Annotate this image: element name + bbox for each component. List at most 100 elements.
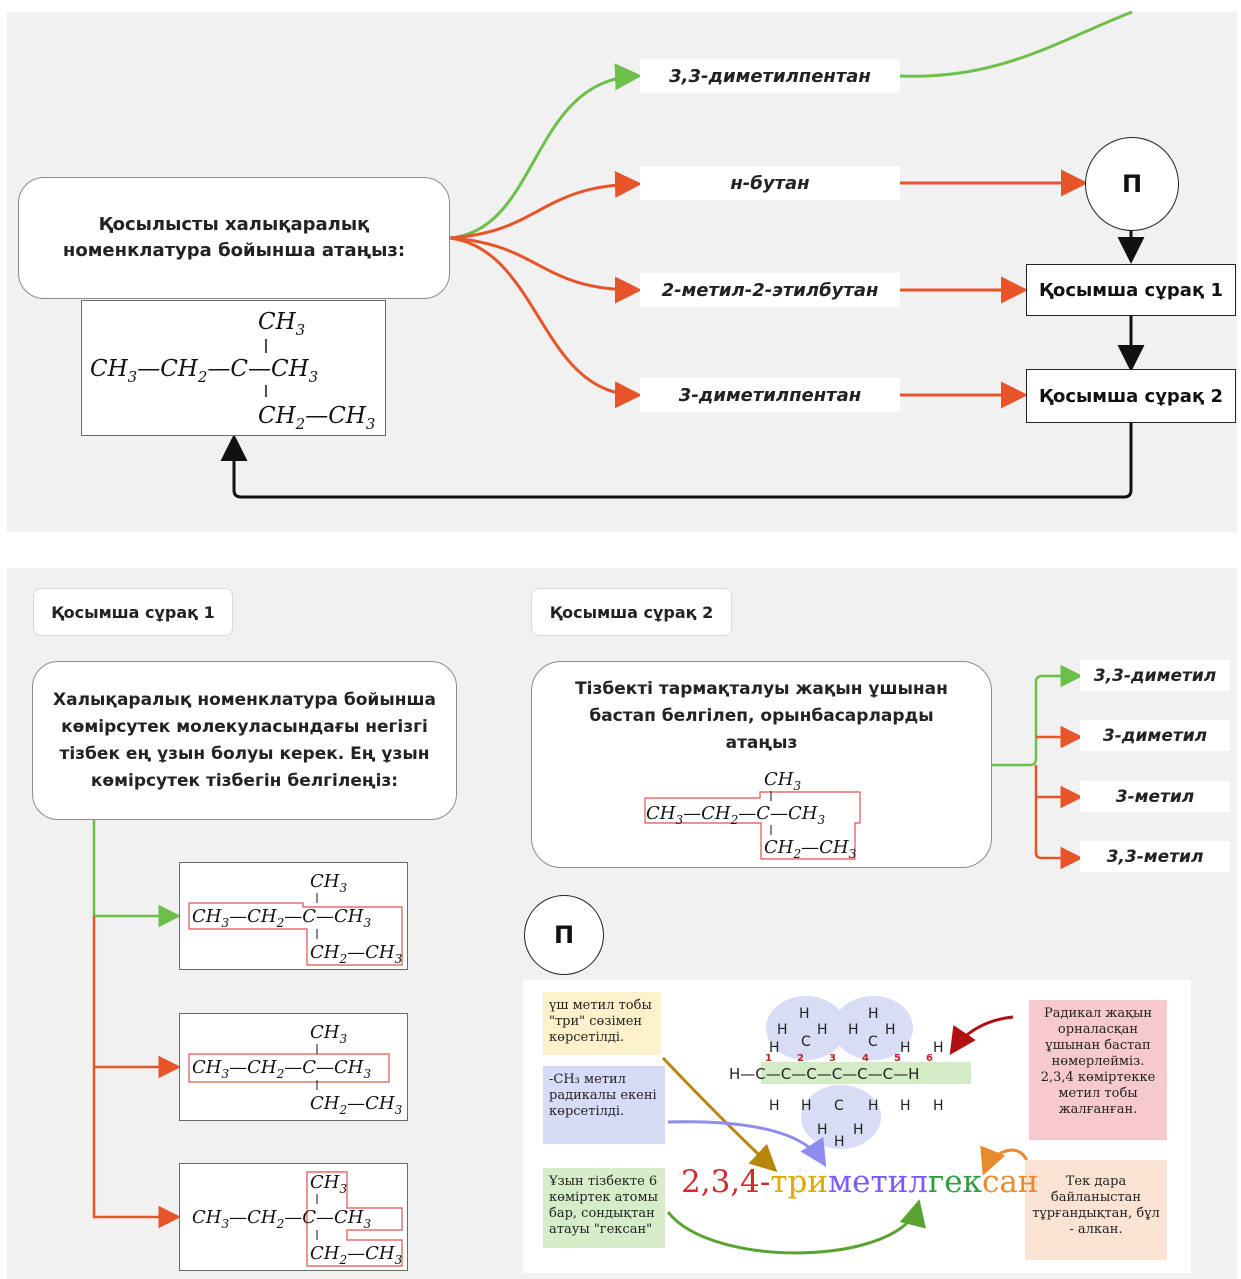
answer-2-label: н-бутан	[730, 172, 810, 194]
hint-circle-bottom[interactable]: П	[524, 895, 604, 975]
note-ch3: -CH₃ метил радикалы екені көрсетілді.	[543, 1066, 665, 1144]
q2-answer-4-label: 3,3-метил	[1106, 846, 1204, 867]
svg-text:H: H	[769, 1040, 780, 1056]
svg-text:H: H	[848, 1022, 859, 1038]
answer-3-label: 2-метил-2-этилбутан	[661, 279, 879, 301]
formula-svg: CH3 CH3—CH2—C—CH3 CH2—CH3	[90, 309, 375, 433]
compound-name: 2,3,4-триметилгексан	[681, 1164, 1038, 1200]
svg-text:H: H	[799, 1006, 810, 1022]
svg-text:CH3: CH3	[310, 1022, 347, 1046]
q2-answer-1-label: 3,3-диметил	[1093, 665, 1217, 686]
note-radical: Радикал жақын орналасқан ұшынан бастап н…	[1029, 1000, 1167, 1140]
formula-main-chain: CH3—CH2—C—CH3	[90, 356, 318, 386]
svg-text:CH2—CH3: CH2—CH3	[764, 837, 857, 861]
svg-text:H: H	[769, 1098, 780, 1114]
svg-text:1: 1	[765, 1053, 772, 1064]
svg-text:CH2—CH3: CH2—CH3	[310, 1093, 403, 1117]
svg-text:H: H	[868, 1006, 879, 1022]
q2-tag: Қосымша сұрақ 2	[531, 588, 732, 636]
structural-formula: CH3 CH3—CH2—C—CH3 CH2—CH3	[81, 300, 386, 436]
ch3-top-c: C	[258, 309, 276, 335]
svg-text:H: H	[868, 1098, 879, 1114]
note-ch3-text: -CH₃ метил радикалы екені көрсетілді.	[549, 1072, 657, 1119]
svg-text:CH2—CH3: CH2—CH3	[310, 942, 403, 966]
extra-question-1-box[interactable]: Қосымша сұрақ 1	[1026, 264, 1236, 316]
note-tri: үш метил тобы "три" сөзімен көрсетілді.	[543, 992, 661, 1055]
q1-question-text: Халықаралық номенклатура бойынша көмірсу…	[53, 689, 436, 791]
q1-tag: Қосымша сұрақ 1	[33, 588, 233, 636]
extra-question-1-label: Қосымша сұрақ 1	[1039, 279, 1223, 301]
answer-4-label: 3-диметилпентан	[678, 384, 862, 406]
hint-circle-top[interactable]: П	[1085, 137, 1179, 231]
q2-question: Тізбекті тармақталуы жақын ұшынан бастап…	[531, 661, 992, 868]
svg-text:H: H	[817, 1022, 828, 1038]
extra-question-2-box[interactable]: Қосымша сұрақ 2	[1026, 369, 1236, 423]
svg-text:5: 5	[894, 1053, 901, 1064]
hint-circle-top-label: П	[1121, 170, 1143, 198]
q1-option-1-svg: CH3 CH3—CH2—C—CH3 CH2—CH3	[188, 871, 403, 966]
q2-question-text: Тізбекті тармақталуы жақын ұшынан бастап…	[575, 679, 948, 753]
main-question-text: Қосылысты халықаралық номенклатура бойын…	[62, 214, 406, 261]
q1-question: Халықаралық номенклатура бойынша көмірсу…	[32, 661, 457, 820]
svg-text:3: 3	[829, 1053, 836, 1064]
note-alkane: Тек дара байланыстан тұрғандықтан, бұл -…	[1025, 1160, 1167, 1260]
svg-text:CH3—CH2—C—CH3: CH3—CH2—C—CH3	[192, 906, 372, 930]
q1-option-3[interactable]: CH3 CH3—CH2—C—CH3 CH2—CH3	[179, 1163, 408, 1271]
svg-text:CH3: CH3	[310, 1172, 347, 1196]
q2-answer-2[interactable]: 3-диметил	[1080, 720, 1230, 751]
q2-formula: CH3 CH3—CH2—C—CH3 CH2—CH3	[644, 769, 861, 861]
svg-text:H: H	[900, 1098, 911, 1114]
note-radical-text: Радикал жақын орналасқан ұшынан бастап н…	[1040, 1006, 1156, 1117]
q2-answer-1[interactable]: 3,3-диметил	[1080, 660, 1230, 691]
svg-text:H: H	[853, 1122, 864, 1138]
note-tri-text: үш метил тобы "три" сөзімен көрсетілді.	[549, 998, 652, 1045]
q1-option-2-svg: CH3 CH3—CH2—C—CH3 CH2—CH3	[188, 1022, 403, 1117]
svg-text:6: 6	[926, 1053, 933, 1064]
svg-text:H—C—C—C—C—C—C—H: H—C—C—C—C—C—C—H	[729, 1065, 919, 1083]
q2-answer-3[interactable]: 3-метил	[1080, 781, 1230, 812]
svg-text:4: 4	[862, 1053, 869, 1064]
q1-tag-label: Қосымша сұрақ 1	[51, 602, 215, 622]
name-part-hex: гек	[927, 1164, 982, 1200]
svg-text:H: H	[777, 1022, 788, 1038]
svg-text:CH3—CH2—C—CH3: CH3—CH2—C—CH3	[646, 803, 826, 827]
svg-text:H: H	[933, 1040, 944, 1056]
svg-text:H: H	[885, 1022, 896, 1038]
answer-3[interactable]: 2-метил-2-этилбутан	[640, 273, 900, 307]
q1-option-1[interactable]: CH3 CH3—CH2—C—CH3 CH2—CH3	[179, 862, 408, 970]
q2-answer-4[interactable]: 3,3-метил	[1080, 841, 1230, 872]
svg-text:CH3: CH3	[764, 769, 801, 793]
answer-4[interactable]: 3-диметилпентан	[640, 378, 900, 412]
svg-text:H: H	[933, 1098, 944, 1114]
svg-text:CH2—CH3: CH2—CH3	[310, 1243, 403, 1267]
formula-ethyl: CH2—CH3	[258, 403, 375, 433]
svg-text:CH3—CH2—C—CH3: CH3—CH2—C—CH3	[192, 1207, 372, 1231]
svg-text:C: C	[801, 1034, 811, 1050]
svg-text:H: H	[817, 1122, 828, 1138]
svg-text:2: 2	[797, 1053, 804, 1064]
q2-answer-3-label: 3-метил	[1115, 786, 1195, 807]
note-chain: Ұзын тізбекте 6 көміртек атомы бар, сонд…	[543, 1168, 665, 1248]
svg-text:H: H	[834, 1134, 845, 1150]
svg-text:H: H	[900, 1040, 911, 1056]
svg-text:H: H	[801, 1098, 812, 1114]
note-alkane-text: Тек дара байланыстан тұрғандықтан, бұл -…	[1032, 1174, 1160, 1237]
name-part-an: сан	[981, 1164, 1039, 1200]
answer-1-label: 3,3-диметилпентан	[669, 65, 871, 87]
note-chain-text: Ұзын тізбекте 6 көміртек атомы бар, сонд…	[549, 1174, 658, 1237]
hint-circle-bottom-label: П	[553, 921, 575, 949]
answer-2[interactable]: н-бутан	[640, 166, 900, 200]
q1-option-2[interactable]: CH3 CH3—CH2—C—CH3 CH2—CH3	[179, 1013, 408, 1121]
name-part-tri: три	[770, 1164, 829, 1200]
q2-tag-label: Қосымша сұрақ 2	[549, 602, 714, 622]
svg-text:CH3: CH3	[310, 871, 347, 895]
answer-1[interactable]: 3,3-диметилпентан	[640, 59, 900, 93]
svg-text:CH3—CH2—C—CH3: CH3—CH2—C—CH3	[192, 1057, 372, 1081]
q1-option-3-svg: CH3 CH3—CH2—C—CH3 CH2—CH3	[192, 1171, 403, 1267]
svg-text:C: C	[834, 1098, 844, 1114]
q2-answer-2-label: 3-диметил	[1102, 725, 1208, 746]
svg-text:C: C	[868, 1034, 878, 1050]
